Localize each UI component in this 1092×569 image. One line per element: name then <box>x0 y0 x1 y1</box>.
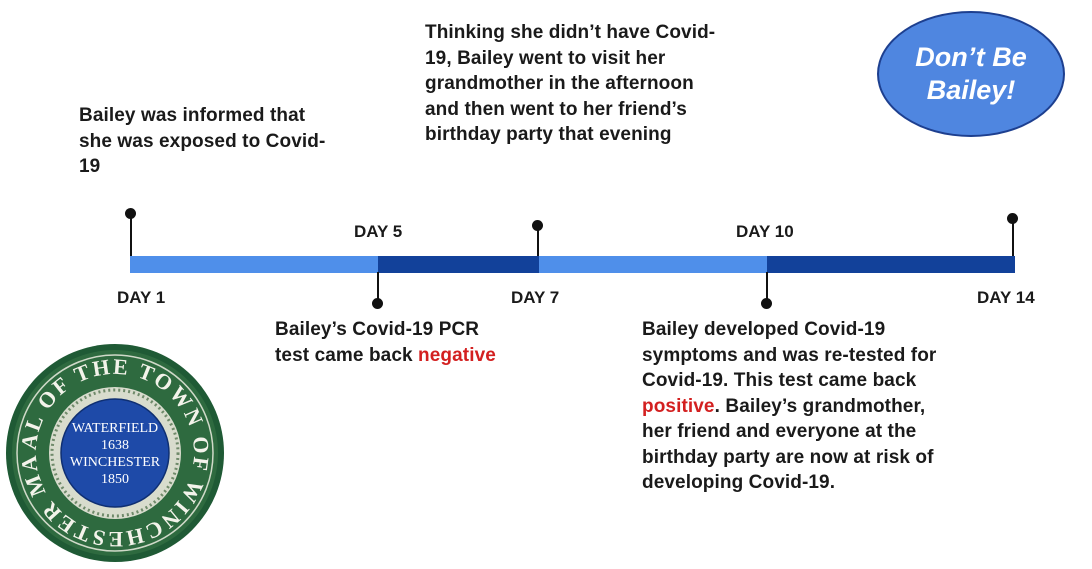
day10-label: DAY 10 <box>736 222 794 241</box>
day5-marker-stem <box>377 272 379 302</box>
timeline-segment-3 <box>539 256 767 273</box>
event-day5-text-main: Bailey’s Covid-19 PCR test came back <box>275 319 480 366</box>
event-day7-text: Thinking she didn’t have Covid-19, Baile… <box>425 22 716 145</box>
day14-marker-stem <box>1012 219 1014 258</box>
town-seal-logo: SEAL OF THE TOWN OF WINCHESTER MASS WATE… <box>4 342 224 562</box>
event-day10-text-main: Bailey developed Covid-19 symptoms and w… <box>642 319 937 391</box>
day7-marker-stem <box>537 226 539 258</box>
negative-highlight: negative <box>418 344 496 366</box>
event-day10-text-rest: . Bailey’s grandmother, her friend and e… <box>642 395 934 494</box>
seal-inner-line3: WINCHESTER <box>70 455 161 470</box>
badge-text: Don’t Be Bailey! <box>915 42 1027 105</box>
event-day10-text: Bailey developed Covid-19 symptoms and w… <box>642 317 942 496</box>
day5-marker-dot <box>372 298 383 309</box>
timeline-segment-2 <box>378 256 539 273</box>
day1-marker-dot <box>125 208 136 219</box>
positive-highlight: positive <box>642 395 715 417</box>
dont-be-bailey-badge: Don’t Be Bailey! <box>877 11 1065 137</box>
day1-marker-stem <box>130 214 132 258</box>
day14-label: DAY 14 <box>977 288 1035 307</box>
day10-marker-dot <box>761 298 772 309</box>
day7-marker-dot <box>532 220 543 231</box>
seal-inner-line2: 1638 <box>101 438 129 453</box>
event-day1-text: Bailey was informed that she was exposed… <box>79 105 326 177</box>
day7-label: DAY 7 <box>511 288 560 307</box>
seal-inner-line1: WATERFIELD <box>72 421 158 436</box>
event-day5-text: Bailey’s Covid-19 PCR test came back neg… <box>275 317 500 368</box>
day10-marker-stem <box>766 272 768 302</box>
timeline-segment-1 <box>130 256 378 273</box>
seal-inner-line4: 1850 <box>101 472 129 487</box>
day5-label: DAY 5 <box>354 222 403 241</box>
timeline-segment-4 <box>767 256 1015 273</box>
day14-marker-dot <box>1007 213 1018 224</box>
day1-label: DAY 1 <box>117 288 166 307</box>
